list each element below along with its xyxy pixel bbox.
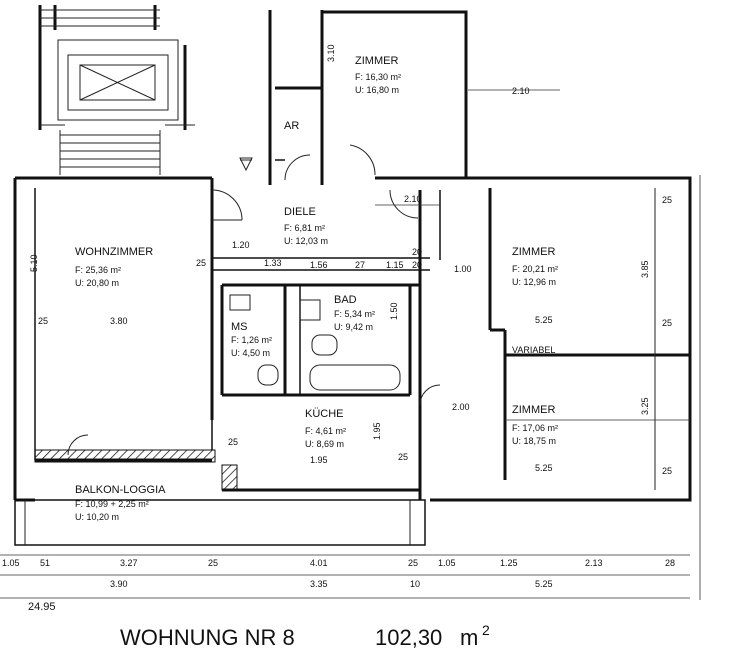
room-diele: DIELE F: 6,81 m² U: 12,03 m bbox=[284, 206, 328, 246]
dim-text: 25 bbox=[208, 558, 218, 568]
room-area: F: 20,21 m² bbox=[512, 264, 558, 274]
dim-text: 3.35 bbox=[310, 579, 328, 589]
dim-text: 2.10 bbox=[404, 194, 422, 204]
apartment-area-unit: m bbox=[460, 625, 478, 650]
room-wohnzimmer: WOHNZIMMER F: 25,36 m² U: 20,80 m bbox=[75, 246, 153, 288]
dim-text: 1.56 bbox=[310, 260, 328, 270]
room-name: DIELE bbox=[284, 206, 316, 218]
dim-text: 3.85 bbox=[640, 260, 650, 278]
balcony bbox=[14, 449, 426, 546]
label-variabel: VARIABEL bbox=[512, 345, 555, 355]
room-area: F: 25,36 m² bbox=[75, 265, 121, 275]
room-zimmer-right2: ZIMMER F: 17,06 m² U: 18,75 m bbox=[512, 404, 558, 446]
dim-text: 2.13 bbox=[585, 558, 603, 568]
room-perimeter: U: 16,80 m bbox=[355, 85, 399, 95]
dim-text: 25 bbox=[662, 466, 672, 476]
room-zimmer-right1: ZIMMER F: 20,21 m² U: 12,96 m bbox=[512, 246, 558, 287]
dim-text: 1.15 bbox=[386, 260, 404, 270]
dim-text: 3.27 bbox=[120, 558, 138, 568]
dim-text: 1.33 bbox=[264, 258, 282, 268]
room-name: ZIMMER bbox=[512, 404, 555, 416]
dim-total: 24.95 bbox=[28, 601, 56, 613]
dim-text: 25 bbox=[662, 318, 672, 328]
room-area: F: 6,81 m² bbox=[284, 223, 325, 233]
apartment-area-sup: 2 bbox=[482, 622, 490, 638]
room-name: ZIMMER bbox=[355, 55, 398, 67]
dim-text: 4.01 bbox=[310, 558, 328, 568]
dimension-lines bbox=[0, 89, 701, 600]
room-name: BAD bbox=[334, 294, 357, 306]
dim-text: 3.90 bbox=[110, 579, 128, 589]
room-area: F: 4,61 m² bbox=[305, 426, 346, 436]
dim-text: 5.25 bbox=[535, 579, 553, 589]
dim-text: 5.25 bbox=[535, 315, 553, 325]
room-name: KÜCHE bbox=[305, 408, 344, 420]
room-perimeter: U: 4,50 m bbox=[231, 348, 270, 358]
dim-text: 5.10 bbox=[29, 254, 39, 272]
room-balkon: BALKON-LOGGIA F: 10,99 + 2,25 m² U: 10,2… bbox=[75, 484, 166, 522]
dim-text: 1.20 bbox=[232, 240, 250, 250]
dim-text: 25 bbox=[662, 195, 672, 205]
dim-text: 5.25 bbox=[535, 463, 553, 473]
dim-text: 1.95 bbox=[310, 455, 328, 465]
dim-text: 2.00 bbox=[452, 402, 470, 412]
room-ar: AR bbox=[284, 120, 299, 132]
dimension-row-2: 3.90 3.35 10 5.25 bbox=[110, 579, 553, 589]
room-perimeter: U: 8,69 m bbox=[305, 439, 344, 449]
room-ms: MS F: 1,26 m² U: 4,50 m bbox=[231, 321, 272, 358]
dim-text: 25 bbox=[196, 258, 206, 268]
room-area: F: 1,26 m² bbox=[231, 335, 272, 345]
room-bad: BAD F: 5,34 m² U: 9,42 m bbox=[334, 294, 375, 332]
room-perimeter: U: 20,80 m bbox=[75, 278, 119, 288]
apartment-area: 102,30 bbox=[375, 625, 442, 650]
room-zimmer-top: ZIMMER F: 16,30 m² U: 16,80 m bbox=[355, 55, 401, 95]
dim-text: 1.05 bbox=[2, 558, 20, 568]
dim-text: 1.25 bbox=[500, 558, 518, 568]
room-area: F: 16,30 m² bbox=[355, 72, 401, 82]
dim-text: 25 bbox=[408, 558, 418, 568]
dim-text: 20 bbox=[412, 247, 422, 257]
room-name: MS bbox=[231, 321, 248, 333]
dim-text: 25 bbox=[398, 452, 408, 462]
doors bbox=[67, 144, 441, 456]
room-area: F: 17,06 m² bbox=[512, 423, 558, 433]
dim-text: 1.50 bbox=[389, 302, 399, 320]
dim-text: 51 bbox=[40, 558, 50, 568]
dim-text: 27 bbox=[355, 260, 365, 270]
room-perimeter: U: 12,96 m bbox=[512, 277, 556, 287]
footer-title: WOHNUNG NR 8 102,30 m 2 bbox=[120, 622, 490, 650]
apartment-title: WOHNUNG NR 8 bbox=[120, 625, 295, 650]
room-area: F: 10,99 + 2,25 m² bbox=[75, 499, 149, 509]
dim-text: 1.00 bbox=[454, 264, 472, 274]
room-area: F: 5,34 m² bbox=[334, 309, 375, 319]
room-perimeter: U: 10,20 m bbox=[75, 512, 119, 522]
staircase bbox=[38, 5, 195, 175]
room-kueche: KÜCHE F: 4,61 m² U: 8,69 m bbox=[305, 408, 346, 449]
room-name: BALKON-LOGGIA bbox=[75, 484, 166, 496]
dim-text: 20 bbox=[412, 260, 422, 270]
dim-text: 1.95 bbox=[372, 422, 382, 440]
dim-text: 10 bbox=[410, 579, 420, 589]
dimension-row-1: 1.05 51 3.27 25 4.01 25 1.05 1.25 2.13 2… bbox=[2, 558, 675, 568]
room-perimeter: U: 12,03 m bbox=[284, 236, 328, 246]
dim-text: 28 bbox=[665, 558, 675, 568]
dim-text: 2.10 bbox=[512, 86, 530, 96]
dim-text: 25 bbox=[38, 316, 48, 326]
dim-text: 3.25 bbox=[640, 397, 650, 415]
dim-text: 25 bbox=[228, 437, 238, 447]
dim-text: 1.05 bbox=[438, 558, 456, 568]
fixtures bbox=[229, 157, 401, 391]
dimension-texts: 3.10 2.10 5.10 25 3.80 25 1.20 25 1.33 1… bbox=[29, 44, 672, 476]
room-perimeter: U: 9,42 m bbox=[334, 322, 373, 332]
room-perimeter: U: 18,75 m bbox=[512, 436, 556, 446]
room-name: ZIMMER bbox=[512, 246, 555, 258]
dim-text: 3.10 bbox=[326, 44, 336, 62]
dim-text: 3.80 bbox=[110, 316, 128, 326]
room-name: WOHNZIMMER bbox=[75, 246, 153, 258]
